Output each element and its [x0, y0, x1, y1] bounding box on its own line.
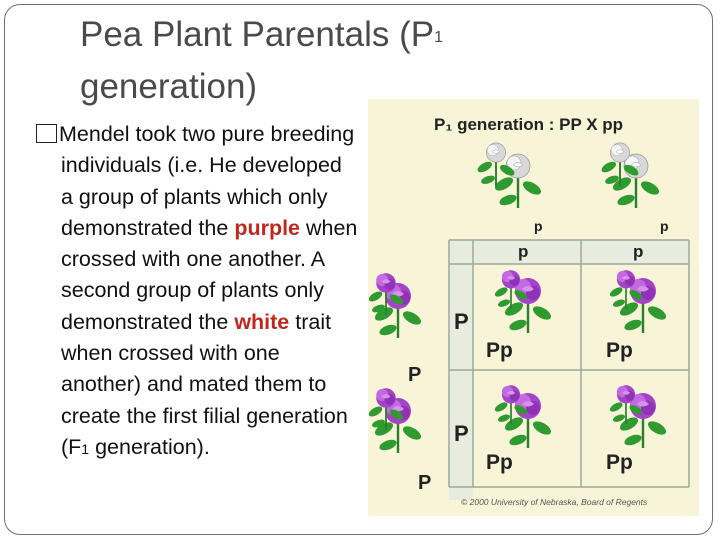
- purple-parent-1: P: [368, 273, 423, 386]
- white-parent-1: p: [476, 143, 543, 234]
- purple-keyword: purple: [234, 215, 301, 240]
- svg-text:Pp: Pp: [486, 339, 513, 362]
- offspring-cell-1: Pp: [486, 270, 553, 362]
- svg-text:Pp: Pp: [606, 339, 633, 362]
- title-subscript: 1: [434, 29, 443, 46]
- white-parent-2: p: [600, 143, 669, 234]
- row-allele-1: P: [454, 309, 469, 334]
- svg-text:p: p: [534, 218, 543, 234]
- offspring-cell-2: Pp: [606, 270, 668, 362]
- white-keyword: white: [234, 309, 290, 334]
- copyright-notice: © 2000 University of Nebraska, Board of …: [461, 497, 648, 507]
- offspring-cell-3: Pp: [486, 385, 553, 474]
- punnett-grid: [448, 239, 690, 500]
- cross-header: P₁ generation : PP X pp: [434, 115, 623, 134]
- column-allele-2: p: [633, 242, 643, 261]
- offspring-cell-4: Pp: [606, 385, 668, 474]
- bullet-glyph-icon: [36, 124, 57, 143]
- svg-text:p: p: [660, 218, 669, 234]
- punnett-square-figure: P₁ generation : PP X pp p p p p P P P P: [368, 99, 699, 516]
- slide-frame: [4, 4, 713, 535]
- svg-text:P: P: [418, 472, 431, 494]
- column-allele-1: p: [518, 242, 528, 261]
- svg-text:Pp: Pp: [486, 451, 513, 474]
- row-allele-2: P: [454, 421, 469, 446]
- purple-parent-2: P: [368, 388, 431, 494]
- svg-text:P: P: [408, 364, 421, 386]
- svg-text:Pp: Pp: [606, 451, 633, 474]
- bullet-paragraph: Mendel took two pure breeding individual…: [36, 119, 358, 465]
